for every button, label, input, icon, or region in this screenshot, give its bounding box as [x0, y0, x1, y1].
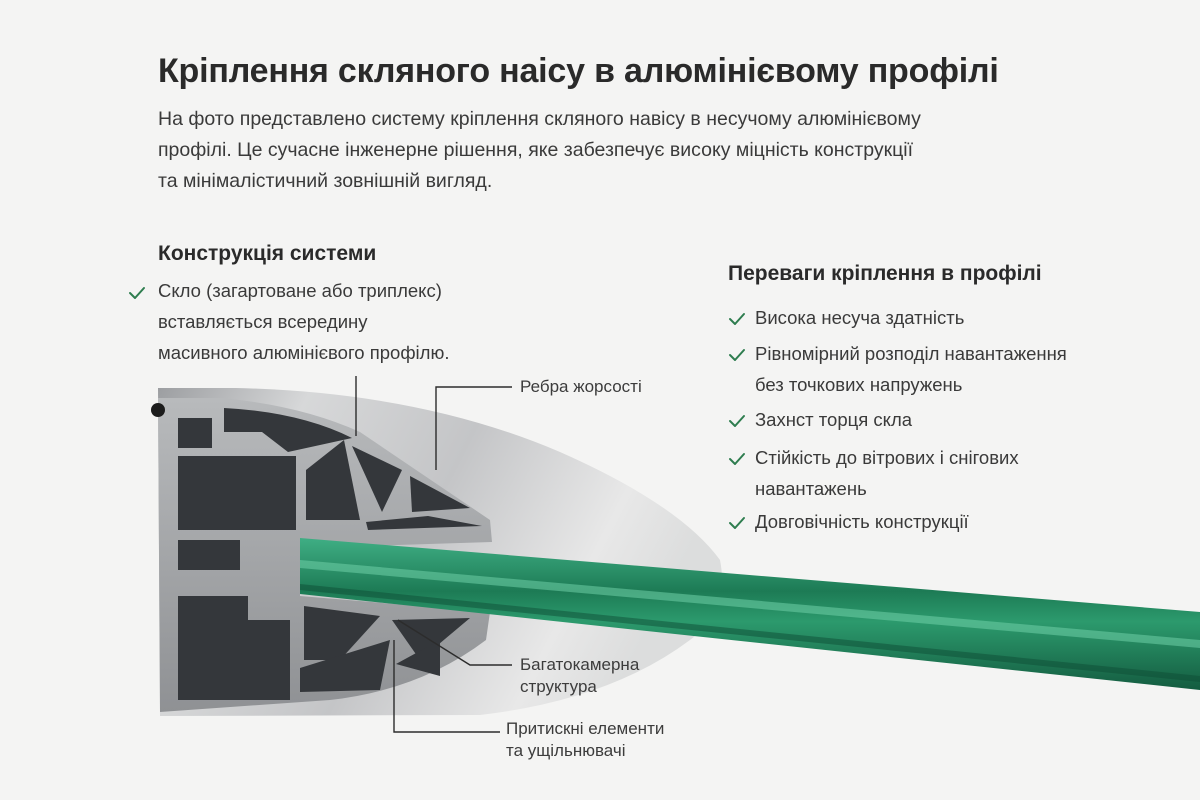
intro-line: та мінімалістичний зовнішній вигляд.	[158, 170, 493, 192]
edge-dot	[151, 403, 165, 417]
check-icon	[729, 453, 745, 465]
callout-seals-line: та ущільнювачі	[506, 741, 626, 760]
intro-line: профілі. Це сучасне інженерне рішення, я…	[158, 139, 914, 161]
leader-lines	[355, 376, 512, 733]
intro-paragraph: На фото представлено систему кріплення с…	[158, 104, 1058, 197]
advantage-item: Рівномірний розподіл навантаження без то…	[755, 338, 1067, 400]
callout-ribs-label: Ребра жорсості	[520, 377, 642, 396]
advantage-line: без точкових напружень	[755, 374, 963, 395]
advantages-heading: Переваги кріплення в профілі	[728, 262, 1042, 285]
check-icon	[729, 517, 745, 529]
check-icon	[729, 313, 745, 325]
construction-line: Скло (загартоване або триплекс)	[158, 280, 442, 301]
advantage-line: Рівномірний розподіл навантаження	[755, 343, 1067, 364]
advantage-line: Довговічність конструкції	[755, 511, 969, 532]
callout-seals-line: Притискні елементи	[506, 719, 665, 738]
advantage-line: Захнст торця скла	[755, 409, 913, 430]
check-icon	[729, 349, 745, 361]
callout-chambers-line: Багатокамерна	[520, 655, 640, 674]
intro-line: На фото представлено систему кріплення с…	[158, 108, 921, 130]
callout-chambers-line: структура	[520, 677, 597, 696]
advantage-item: Стійкість до вітрових і снігових наванта…	[755, 442, 1019, 504]
callout-seals: Притискні елементи та ущільнювачі	[506, 718, 664, 762]
glass-panel	[300, 538, 1200, 690]
advantage-line: Стійкість до вітрових і снігових	[755, 447, 1019, 468]
page-title: Кріплення скляного наісу в алюмінієвому …	[158, 52, 999, 90]
construction-line: масивного алюмінієвого профілю.	[158, 342, 450, 363]
callout-ribs: Ребра жорсості	[520, 376, 642, 398]
advantage-item: Висока несуча здатність	[755, 302, 964, 333]
chambers	[178, 408, 482, 700]
check-icon	[729, 415, 745, 427]
advantage-item: Довговічність конструкції	[755, 506, 969, 537]
construction-heading: Конструкція системи	[158, 242, 377, 265]
glass-shadow	[300, 584, 1200, 682]
construction-item: Скло (загартоване або триплекс) вставляє…	[158, 275, 449, 368]
advantage-line: навантажень	[755, 478, 867, 499]
advantage-item: Захнст торця скла	[755, 404, 912, 435]
construction-line: вставляється всередину	[158, 311, 368, 332]
callout-chambers: Багатокамерна структура	[520, 654, 639, 698]
glass-highlight	[300, 560, 1200, 648]
check-icon	[129, 287, 145, 299]
advantage-line: Висока несуча здатність	[755, 307, 965, 328]
